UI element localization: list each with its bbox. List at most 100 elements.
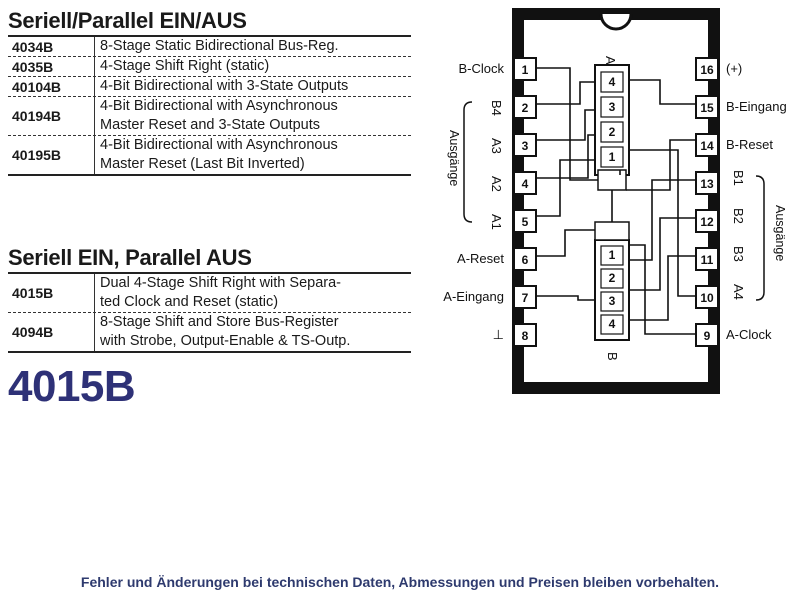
section-title-serial-parallel: Seriell/Parallel EIN/AUS <box>8 8 247 33</box>
stage-label: 1 <box>609 150 616 164</box>
stage-label: 1 <box>609 248 616 262</box>
description-line: 8-Stage Static Bidirectional Bus-Reg. <box>100 38 339 54</box>
pin-number: 15 <box>700 101 714 115</box>
stage-label: 2 <box>609 125 616 139</box>
pin-number: 3 <box>522 139 529 153</box>
stage-label: 4 <box>609 75 616 89</box>
disclaimer-footer: Fehler und Änderungen bei technischen Da… <box>80 574 720 590</box>
pin-box-right <box>695 285 719 309</box>
pin-box-left <box>513 95 537 119</box>
pin-box-right <box>695 133 719 157</box>
pin-label: ⊥ <box>493 327 504 342</box>
right-output-brace <box>755 175 765 301</box>
pin-number: 8 <box>522 329 529 343</box>
pin-box-left <box>513 285 537 309</box>
pin-box-left <box>513 133 537 157</box>
pin-label: B-Eingang <box>726 99 787 114</box>
description-line: with Strobe, Output-Enable & TS-Outp. <box>100 333 351 349</box>
pin-label: B4 <box>489 100 504 116</box>
table-serial-parallel: 4034B 8-Stage Static Bidirectional Bus-Re… <box>8 35 411 176</box>
part-code: 4015B <box>12 285 54 301</box>
part-code: 4034B <box>12 38 54 55</box>
pin-number: 5 <box>522 215 529 229</box>
stage-cell-b <box>600 268 624 289</box>
part-description: 8-Stage Static Bidirectional Bus-Reg. <box>94 37 411 56</box>
pin-label: A2 <box>489 176 504 192</box>
part-description: Dual 4-Stage Shift Right with Separa-ted… <box>94 274 411 312</box>
pin-box-right <box>695 57 719 81</box>
ic-notch <box>599 13 633 31</box>
left-group-label: Ausgänge <box>447 130 461 186</box>
pin-box-left <box>513 57 537 81</box>
pin-label: A-Eingang <box>443 289 504 304</box>
left-output-brace <box>463 101 473 223</box>
table-row: 40194B 4-Bit Bidirectional with Asynchron… <box>8 97 411 136</box>
wiring <box>536 67 696 335</box>
pin-number: 16 <box>700 63 714 77</box>
pin-box-left <box>513 171 537 195</box>
pin-box-left <box>513 209 537 233</box>
block-a-label: A <box>603 56 618 65</box>
pin-label: A4 <box>731 284 746 300</box>
table-row: 4034B 8-Stage Static Bidirectional Bus-Re… <box>8 35 411 57</box>
stage-label: 2 <box>609 271 616 285</box>
part-code: 40194B <box>12 108 62 124</box>
stage-cell-a <box>600 121 624 143</box>
description-line: 8-Stage Shift and Store Bus-Register <box>100 314 339 330</box>
pin-number: 4 <box>522 177 529 191</box>
pin-number: 9 <box>704 329 711 343</box>
pin-number: 7 <box>522 291 529 305</box>
part-description: 8-Stage Shift and Store Bus-Register with… <box>94 313 411 351</box>
description-line: 4-Bit Bidirectional with 3-State Outputs <box>100 78 349 94</box>
part-description: 4-Stage Shift Right (static) <box>94 57 411 76</box>
description-line: 4-Bit Bidirectional with Asynchronous <box>100 98 338 114</box>
pin-number: 12 <box>700 215 714 229</box>
pin-box-right <box>695 209 719 233</box>
stage-cell-a <box>600 71 624 93</box>
description-line: 4-Stage Shift Right (static) <box>100 58 270 74</box>
description-line: ted Clock and Reset (static) <box>100 294 279 310</box>
gate-a <box>597 169 627 191</box>
table-serial-in-parallel-out: 4015B Dual 4-Stage Shift Right with Separ… <box>8 272 411 353</box>
description-line: Master Reset (Last Bit Inverted) <box>100 156 305 172</box>
stage-cell-b <box>600 245 624 266</box>
part-number: 4015B <box>8 362 136 411</box>
pin-box-right <box>695 323 719 347</box>
pin-box-right <box>695 95 719 119</box>
stage-cell-a <box>600 146 624 168</box>
pin-label: B2 <box>731 208 746 224</box>
stage-cell-b <box>600 314 624 335</box>
pin-label: (+) <box>726 61 742 76</box>
section-title-serial-in-parallel-out: Seriell EIN, Parallel AUS <box>8 245 252 270</box>
pin-label: A-Reset <box>457 251 504 266</box>
stage-label: 3 <box>609 100 616 114</box>
pin-label: B1 <box>731 170 746 186</box>
part-code: 4094B <box>12 324 54 340</box>
pin-label: B-Clock <box>458 61 504 76</box>
pin-label: A3 <box>489 138 504 154</box>
pin-number: 14 <box>700 139 714 153</box>
pin-number: 6 <box>522 253 529 267</box>
pin-number: 1 <box>522 63 529 77</box>
stage-label: 4 <box>609 317 616 331</box>
pin-number: 2 <box>522 101 529 115</box>
pin-label: B-Reset <box>726 137 773 152</box>
pin-label: A-Clock <box>726 327 772 342</box>
pin-number: 10 <box>700 291 714 305</box>
pin-label: B3 <box>731 246 746 262</box>
description-line: Dual 4-Stage Shift Right with Separa- <box>100 275 341 291</box>
part-description: 4-Bit Bidirectional with 3-State Outputs <box>94 77 411 96</box>
description-line: 4-Bit Bidirectional with Asynchronous <box>100 137 338 153</box>
block-b-label: B <box>605 352 620 361</box>
stage-cell-b <box>600 291 624 312</box>
pin-box-right <box>695 247 719 271</box>
pin-box-left <box>513 247 537 271</box>
pin-number: 13 <box>700 177 714 191</box>
pin-box-right <box>695 171 719 195</box>
